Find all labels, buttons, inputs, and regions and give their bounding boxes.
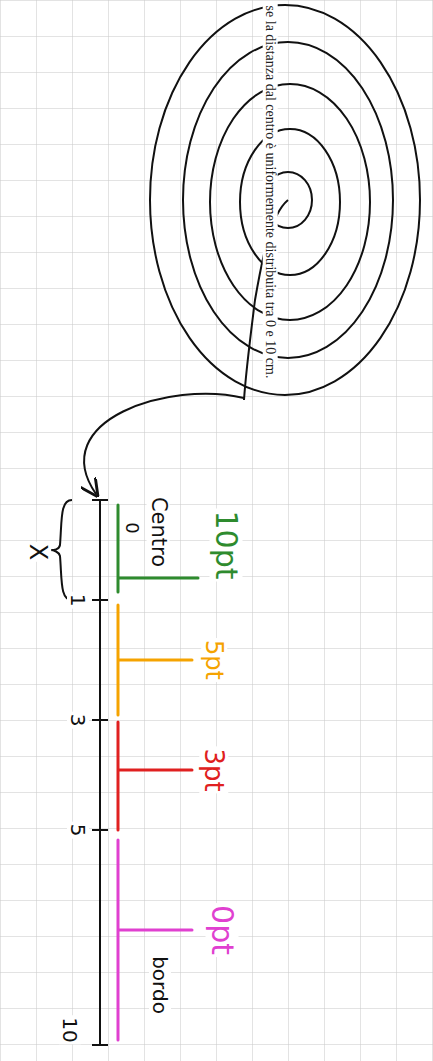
score-label: 0pt <box>206 903 239 957</box>
score-brackets <box>118 505 198 1040</box>
score-label: 10pt <box>210 509 243 582</box>
variable-label: X <box>25 542 51 562</box>
target-spiral <box>150 5 420 400</box>
origin-label: 0 <box>122 520 142 535</box>
tick-number: 10 <box>59 1015 81 1044</box>
printed-note: se la distanza dal centro è uniformement… <box>262 4 277 381</box>
score-label: 5pt <box>201 638 227 682</box>
tick-number: 1 <box>67 592 89 609</box>
tick-number: 5 <box>67 822 89 839</box>
tick-number: 3 <box>67 712 89 729</box>
score-label: 3pt <box>200 746 229 793</box>
center-label: Centro <box>146 495 169 569</box>
edge-label: bordo <box>149 954 171 1016</box>
distance-axis <box>92 500 108 1045</box>
arrow-to-axis <box>84 394 244 494</box>
brace <box>50 500 72 600</box>
